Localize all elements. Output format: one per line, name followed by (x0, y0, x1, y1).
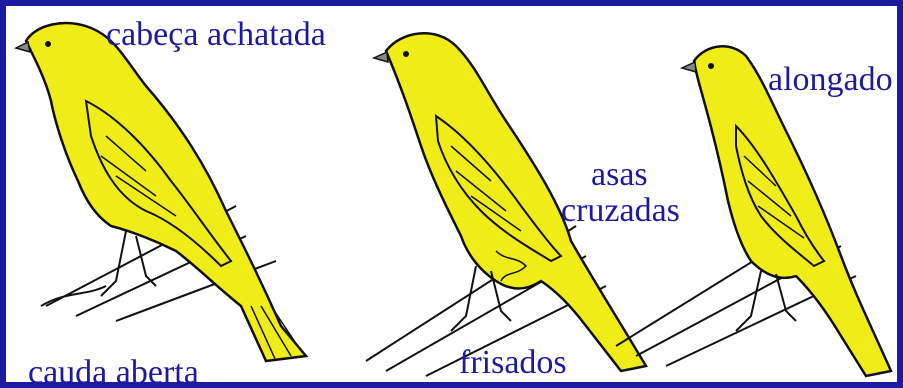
slide-panel: cabeça achatada cauda aberta frisados as… (6, 6, 897, 382)
label-elongated: alongado (768, 63, 893, 97)
label-flat-head: cabeça achatada (106, 18, 326, 52)
birds-illustration (6, 6, 897, 382)
label-crossed-wings-line1: asas (591, 158, 648, 192)
canary-flat-head-illustration (16, 23, 306, 361)
label-open-tail: cauda aberta (28, 356, 199, 382)
label-frilled: frisados (459, 346, 567, 380)
label-crossed-wings-line2: cruzadas (561, 194, 680, 228)
